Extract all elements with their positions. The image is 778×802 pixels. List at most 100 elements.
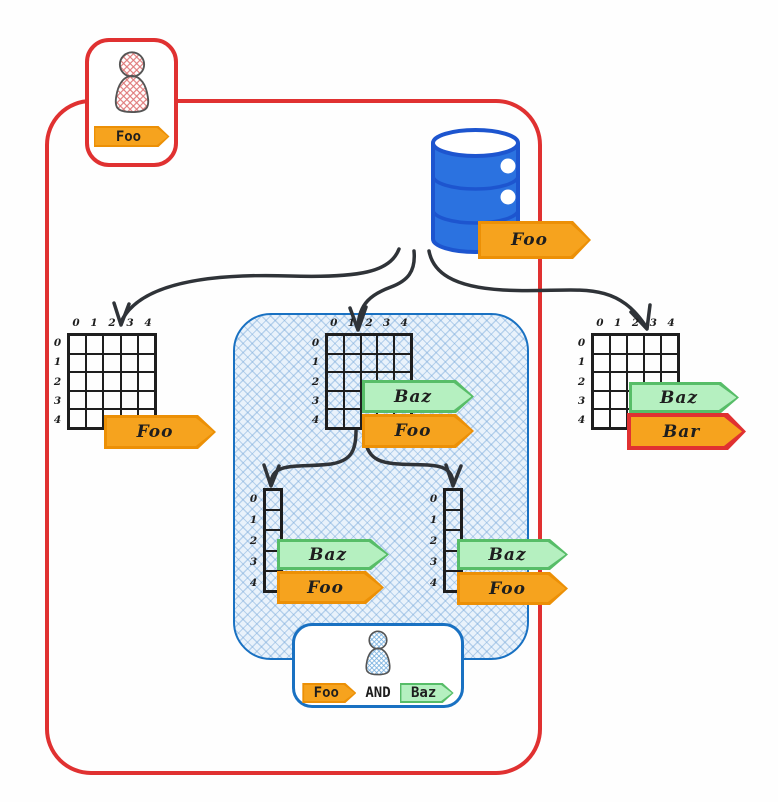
left-array-foo-tag: Foo <box>277 571 384 604</box>
grid-cell <box>265 510 281 531</box>
axis-label: 3 <box>126 317 134 329</box>
grid-cell <box>120 335 138 354</box>
result-foo-tag: Foo <box>302 683 356 703</box>
tag-label: Baz <box>394 386 433 407</box>
tag-label: Foo <box>313 685 339 701</box>
axis-label: 2 <box>577 375 586 388</box>
grid-cell <box>593 335 610 354</box>
axis-label: 3 <box>311 394 320 407</box>
axis-label: 4 <box>249 576 258 589</box>
grid-cell <box>610 372 627 391</box>
axis-label: 1 <box>53 356 62 369</box>
result-expression: Foo AND Baz <box>302 683 453 703</box>
axis-label: 1 <box>347 317 356 329</box>
axis-label: 1 <box>249 513 258 526</box>
axis-label: 3 <box>577 394 586 407</box>
grid-cell <box>120 372 138 391</box>
grid-cell <box>327 353 344 373</box>
grid-cell <box>103 335 121 354</box>
tag-arrow-shape <box>277 571 384 604</box>
tag-arrow-shape <box>104 415 216 449</box>
axis-label: 1 <box>429 513 438 526</box>
grid-cell <box>69 390 87 410</box>
axis-label: 3 <box>249 555 258 568</box>
grid-cell <box>394 335 411 354</box>
tag-label: Foo <box>307 577 344 598</box>
axis-label: 0 <box>330 317 338 329</box>
right-grid-baz-tag: Baz <box>629 382 739 413</box>
tag-label: Foo <box>489 578 526 599</box>
grid-cell <box>610 353 627 373</box>
grid-cell <box>69 335 87 354</box>
grid-cell <box>593 409 610 428</box>
axis-label: 3 <box>649 317 657 329</box>
axis-label: 1 <box>90 317 98 329</box>
axis-label: 4 <box>311 414 320 427</box>
grid-cell <box>86 409 104 428</box>
grid-cell <box>610 390 627 410</box>
grid-cell <box>69 353 87 373</box>
axis-label: 2 <box>365 317 373 329</box>
axis-label: 2 <box>631 317 640 329</box>
grid-cell <box>610 335 627 354</box>
grid-cell <box>343 335 361 354</box>
axis-label: 1 <box>577 356 586 369</box>
tag-arrow-shape <box>277 539 389 570</box>
axis-label: 2 <box>108 317 116 329</box>
grid-cell <box>661 353 678 373</box>
axis-label: 2 <box>53 375 62 388</box>
grid-cell <box>377 353 395 373</box>
grid-cell <box>343 372 361 391</box>
grid-cell <box>103 390 121 410</box>
axis-label: 0 <box>596 317 604 329</box>
tag-arrow-shape <box>457 539 568 570</box>
grid-cell <box>593 390 610 410</box>
grid-cell <box>661 335 678 354</box>
grid-cell <box>69 372 87 391</box>
tag-label: Baz <box>488 544 527 565</box>
tag-label: Baz <box>660 387 699 408</box>
left-grid <box>67 333 157 430</box>
grid-cell <box>377 335 395 354</box>
grid-cell <box>86 335 104 354</box>
grid-cell <box>265 490 281 511</box>
grid-cell <box>343 353 361 373</box>
tag-arrow-shape <box>457 572 568 605</box>
grid-cell <box>103 372 121 391</box>
grid-cell <box>644 353 661 373</box>
tag-label: Bar <box>662 421 701 442</box>
axis-label: 2 <box>311 375 320 388</box>
grid-cell <box>103 353 121 373</box>
main-boundary-frame <box>45 99 542 775</box>
grid-cell <box>394 353 411 373</box>
tag-label: Foo <box>115 128 142 145</box>
grid-cell <box>86 390 104 410</box>
grid-cell <box>360 353 378 373</box>
axis-label: 2 <box>249 534 258 547</box>
tag-arrow-shape <box>629 382 739 413</box>
left-array-baz-tag: Baz <box>277 539 389 570</box>
tag-arrow-shape <box>400 683 454 703</box>
axis-label: 4 <box>429 576 438 589</box>
grid-cell <box>86 353 104 373</box>
grid-cell <box>137 353 155 373</box>
axis-label: 4 <box>144 317 152 329</box>
grid-cell <box>137 390 155 410</box>
tag-arrow-shape <box>627 413 746 450</box>
axis-label: 0 <box>429 492 438 505</box>
axis-label: 0 <box>53 336 62 349</box>
grid-cell <box>610 409 627 428</box>
axis-label: 1 <box>614 317 622 329</box>
grid-cell <box>327 390 344 410</box>
pawn-icon-blue <box>365 630 391 676</box>
database-foo-tag: Foo <box>478 221 591 259</box>
axis-label: 0 <box>311 336 320 349</box>
